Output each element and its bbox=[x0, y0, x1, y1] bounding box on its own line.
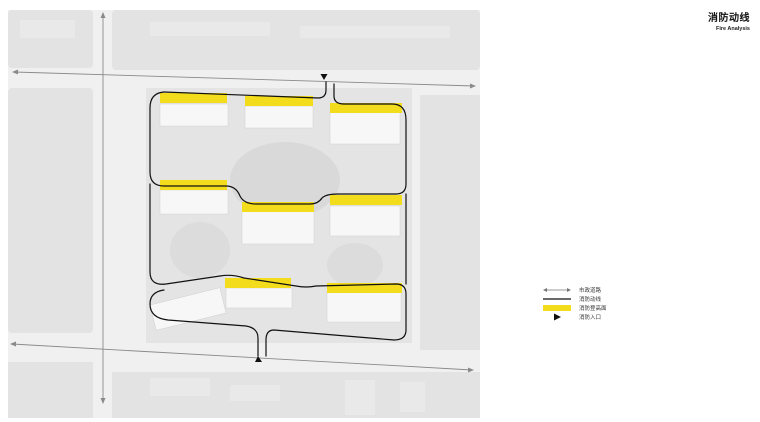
road-north bbox=[13, 71, 475, 87]
legend-label: 消防登高面 bbox=[579, 305, 607, 312]
site-buildings bbox=[149, 103, 402, 331]
fire-pad bbox=[160, 93, 227, 103]
yellow-bar-icon bbox=[542, 304, 572, 312]
road-south bbox=[11, 343, 473, 371]
fire-pad bbox=[242, 202, 314, 212]
central-landscape bbox=[230, 142, 340, 218]
fire-route-loop-north bbox=[149, 83, 407, 205]
double-arrow-line-icon bbox=[542, 286, 572, 294]
landscape-patch bbox=[327, 243, 383, 287]
legend-item-pad: 消防登高面 bbox=[542, 303, 607, 312]
surrounding-buildings bbox=[20, 20, 450, 415]
fire-entry-south bbox=[255, 356, 262, 362]
legend-label: 消防动线 bbox=[579, 296, 602, 303]
fire-routes bbox=[149, 81, 407, 357]
fire-pad bbox=[225, 278, 291, 288]
landscape-patch bbox=[170, 222, 230, 278]
legend-item-road: 市政道路 bbox=[542, 285, 607, 294]
black-line-icon bbox=[542, 295, 572, 303]
legend-label: 市政道路 bbox=[579, 287, 602, 294]
legend: 市政道路 消防动线 消防登高面 消防入口 bbox=[542, 285, 607, 321]
municipal-roads bbox=[11, 16, 475, 400]
fire-entries bbox=[255, 74, 328, 362]
title-block: 消防动线 Fire Analysis bbox=[708, 9, 750, 32]
fire-pads bbox=[160, 93, 402, 293]
fire-entry-north bbox=[320, 74, 328, 80]
title-en: Fire Analysis bbox=[715, 26, 750, 32]
fire-pad bbox=[327, 283, 402, 293]
road-arrowheads bbox=[10, 12, 476, 404]
fire-route-loop-south bbox=[149, 183, 407, 357]
fire-pad bbox=[160, 180, 227, 190]
legend-item-entry: 消防入口 bbox=[542, 312, 607, 321]
fire-pad bbox=[330, 195, 402, 205]
legend-item-route: 消防动线 bbox=[542, 294, 607, 303]
black-triangle-icon bbox=[542, 313, 572, 321]
legend-label: 消防入口 bbox=[579, 314, 602, 321]
title-cn: 消防动线 bbox=[708, 13, 750, 24]
fire-pad bbox=[330, 103, 402, 113]
fire-pad bbox=[245, 96, 313, 106]
